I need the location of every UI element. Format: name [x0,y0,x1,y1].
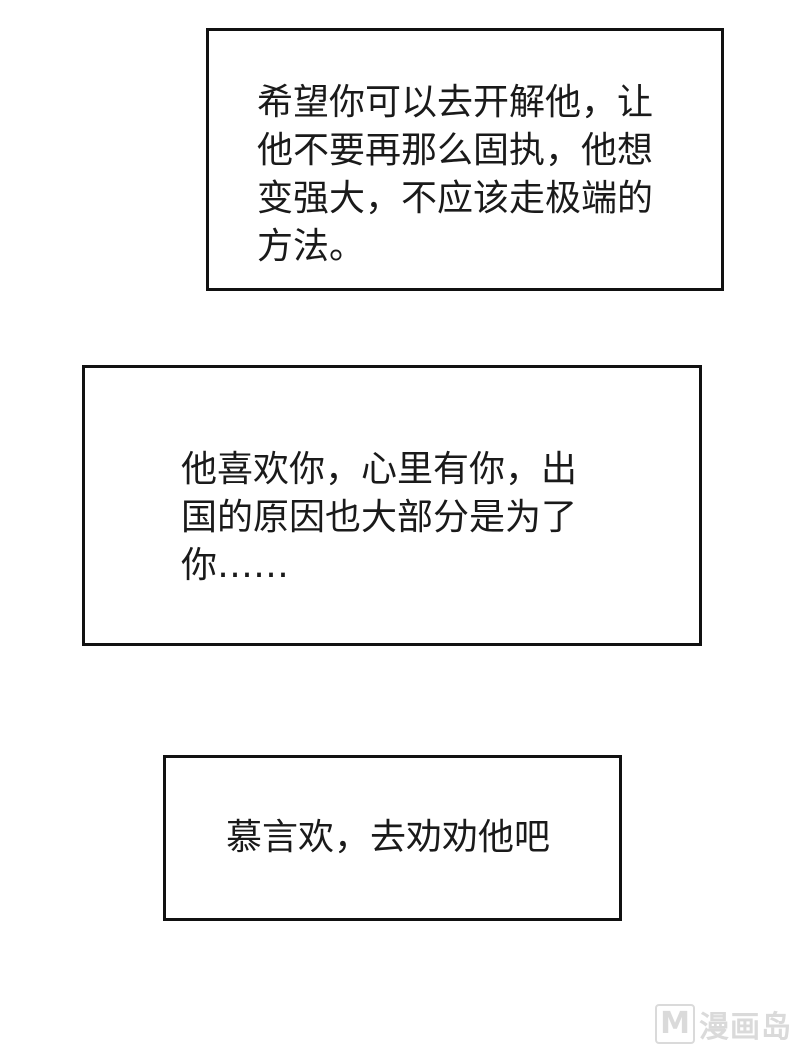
watermark-logo-icon: M [655,1004,695,1044]
caption-text-3: 慕言欢，去劝劝他吧 [226,817,551,858]
caption-box-2: 他喜欢你，心里有你，出 国的原因也大部分是为了 你…… [82,365,702,646]
watermark-text: 漫画岛 [699,1010,792,1045]
caption-box-3: 慕言欢，去劝劝他吧 [163,755,622,921]
watermark: M 漫画岛 [655,1002,792,1046]
caption-text-1: 希望你可以去开解他，让 他不要再那么固执，他想 变强大，不应该走极端的 方法。 [257,82,654,267]
caption-box-1: 希望你可以去开解他，让 他不要再那么固执，他想 变强大，不应该走极端的 方法。 [206,28,724,291]
caption-text-2: 他喜欢你，心里有你，出 国的原因也大部分是为了 你…… [181,449,578,586]
